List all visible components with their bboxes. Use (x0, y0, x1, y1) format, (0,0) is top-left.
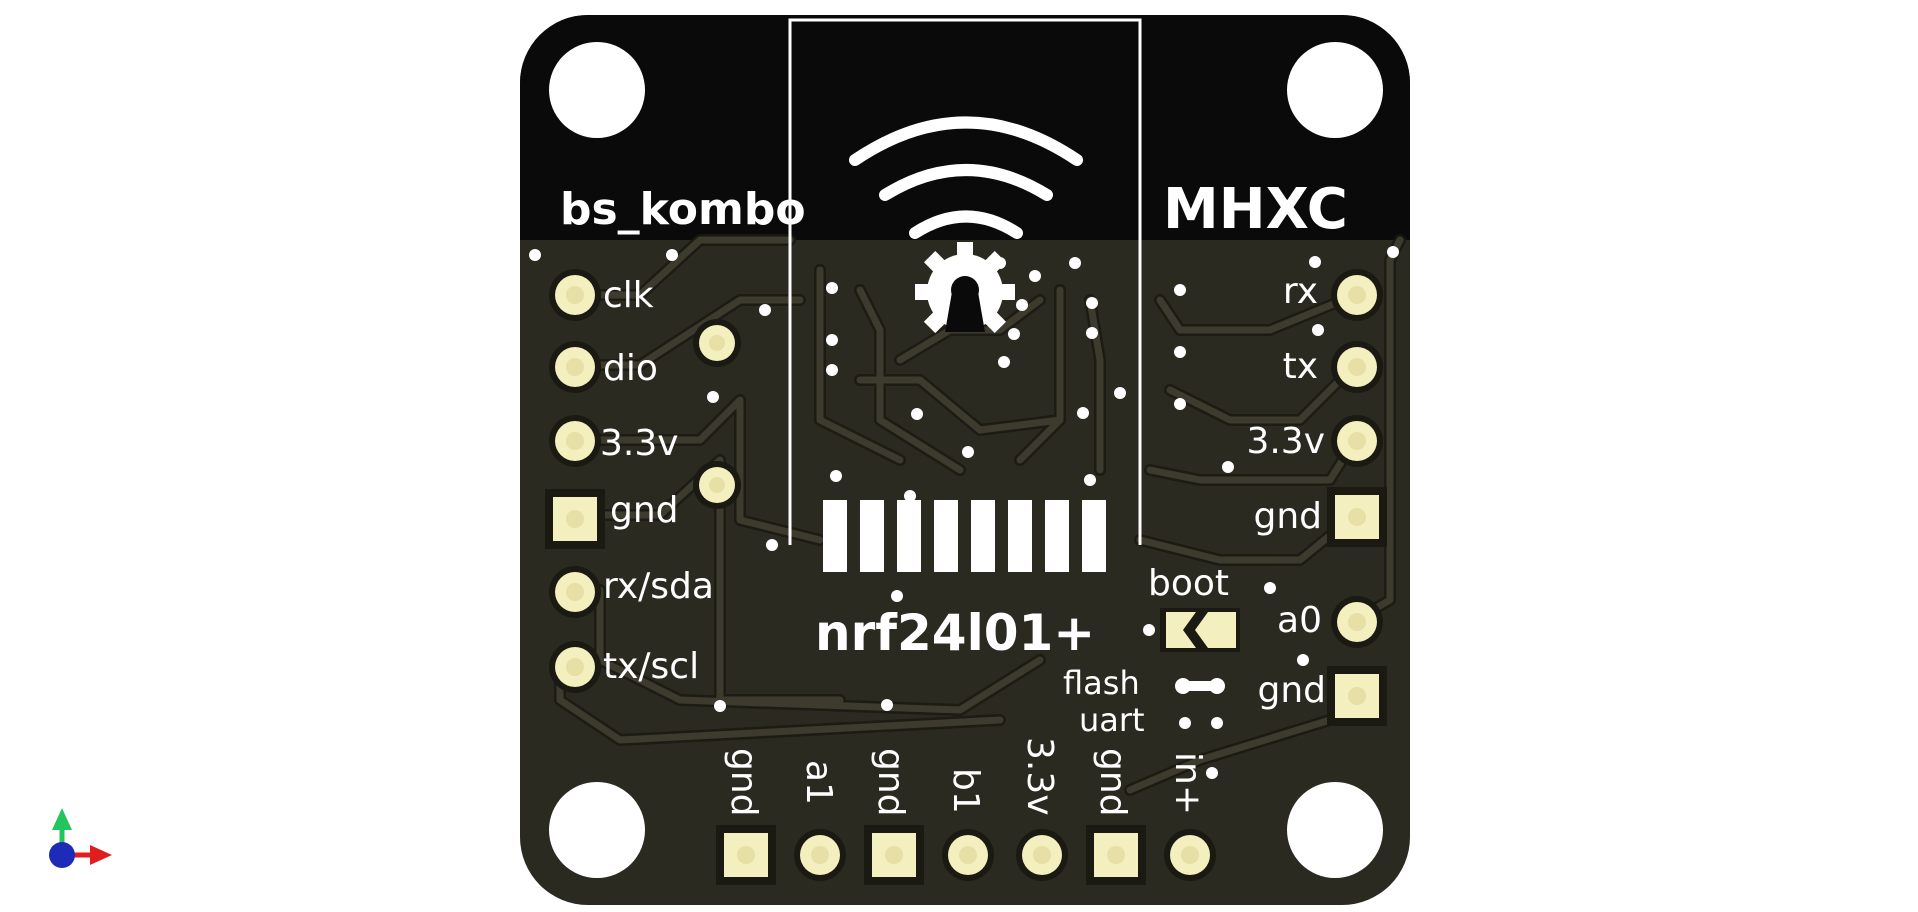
right-label-4: gnd (1253, 496, 1322, 537)
mounting-hole-bottom-left (549, 782, 645, 878)
vias (529, 246, 1399, 779)
left-header (545, 269, 605, 693)
right-label-2: tx (1283, 346, 1318, 387)
bottom-pin-4[interactable] (942, 829, 994, 881)
module-label: nrf24l01+ (815, 604, 1095, 662)
left-label-3: 3.3v (600, 423, 679, 464)
right-pin-gnd-lower[interactable] (1327, 666, 1387, 726)
bottom-label-4: b1 (945, 768, 986, 814)
mounting-hole-top-right (1287, 42, 1383, 138)
bottom-label-6: gnd (1092, 748, 1133, 817)
boot-jumper[interactable] (1160, 608, 1240, 652)
right-pin-3[interactable] (1331, 415, 1383, 467)
left-pin-5[interactable] (549, 566, 601, 618)
right-label-3: 3.3v (1246, 421, 1325, 462)
left-pin-3[interactable] (549, 415, 601, 467)
right-header (1327, 269, 1387, 726)
bottom-label-1: gnd (723, 748, 764, 817)
bottom-pin-2[interactable] (794, 829, 846, 881)
uart-label: uart (1079, 701, 1145, 739)
left-label-2: dio (603, 348, 658, 389)
left-label-1: clk (603, 275, 654, 316)
oshw-gear-icon (915, 242, 1015, 334)
left-label-4: gnd (610, 490, 679, 531)
module-pin-row (823, 500, 1106, 572)
mounting-holes (549, 42, 1383, 878)
left-pin-2[interactable] (549, 341, 601, 393)
bottom-pin-3[interactable] (864, 825, 924, 885)
nrf24-module-outline (788, 18, 1142, 545)
bottom-label-3: gnd (870, 748, 911, 817)
mounting-hole-top-left (549, 42, 645, 138)
axis-triad-icon (49, 808, 112, 868)
bottom-header (716, 825, 1216, 885)
bottom-pin-5[interactable] (1016, 829, 1068, 881)
bottom-label-2: a1 (798, 760, 839, 805)
mounting-hole-bottom-right (1287, 782, 1383, 878)
bottom-label-5: 3.3v (1019, 737, 1060, 816)
bottom-label-7: in+ (1167, 752, 1208, 815)
right-label-a0: a0 (1277, 600, 1322, 641)
bottom-pin-6[interactable] (1086, 825, 1146, 885)
right-pin-4[interactable] (1327, 487, 1387, 547)
right-pin-1[interactable] (1331, 269, 1383, 321)
board-name-left: bs_kombo (560, 184, 806, 235)
bottom-pin-7[interactable] (1164, 829, 1216, 881)
right-pin-a0[interactable] (1331, 596, 1383, 648)
wifi-icon (849, 116, 1083, 239)
right-pin-2[interactable] (1331, 341, 1383, 393)
boot-label: boot (1148, 563, 1229, 604)
silkscreen-labels: bs_kombo MHXC nrf24l01+ clk dio 3.3v gnd… (560, 177, 1348, 817)
left-pin-1[interactable] (549, 269, 601, 321)
flash-uart-jumper[interactable] (1175, 678, 1225, 694)
right-label-gnd-lower: gnd (1257, 670, 1326, 711)
left-pin-4[interactable] (545, 489, 605, 549)
board-name-right: MHXC (1163, 177, 1348, 242)
left-label-6: tx/scl (603, 646, 699, 687)
left-label-5: rx/sda (603, 566, 714, 607)
flash-label: flash (1063, 664, 1140, 702)
bottom-pin-1[interactable] (716, 825, 776, 885)
right-label-1: rx (1283, 271, 1318, 312)
left-pin-6[interactable] (549, 641, 601, 693)
test-pads-left (693, 319, 741, 509)
